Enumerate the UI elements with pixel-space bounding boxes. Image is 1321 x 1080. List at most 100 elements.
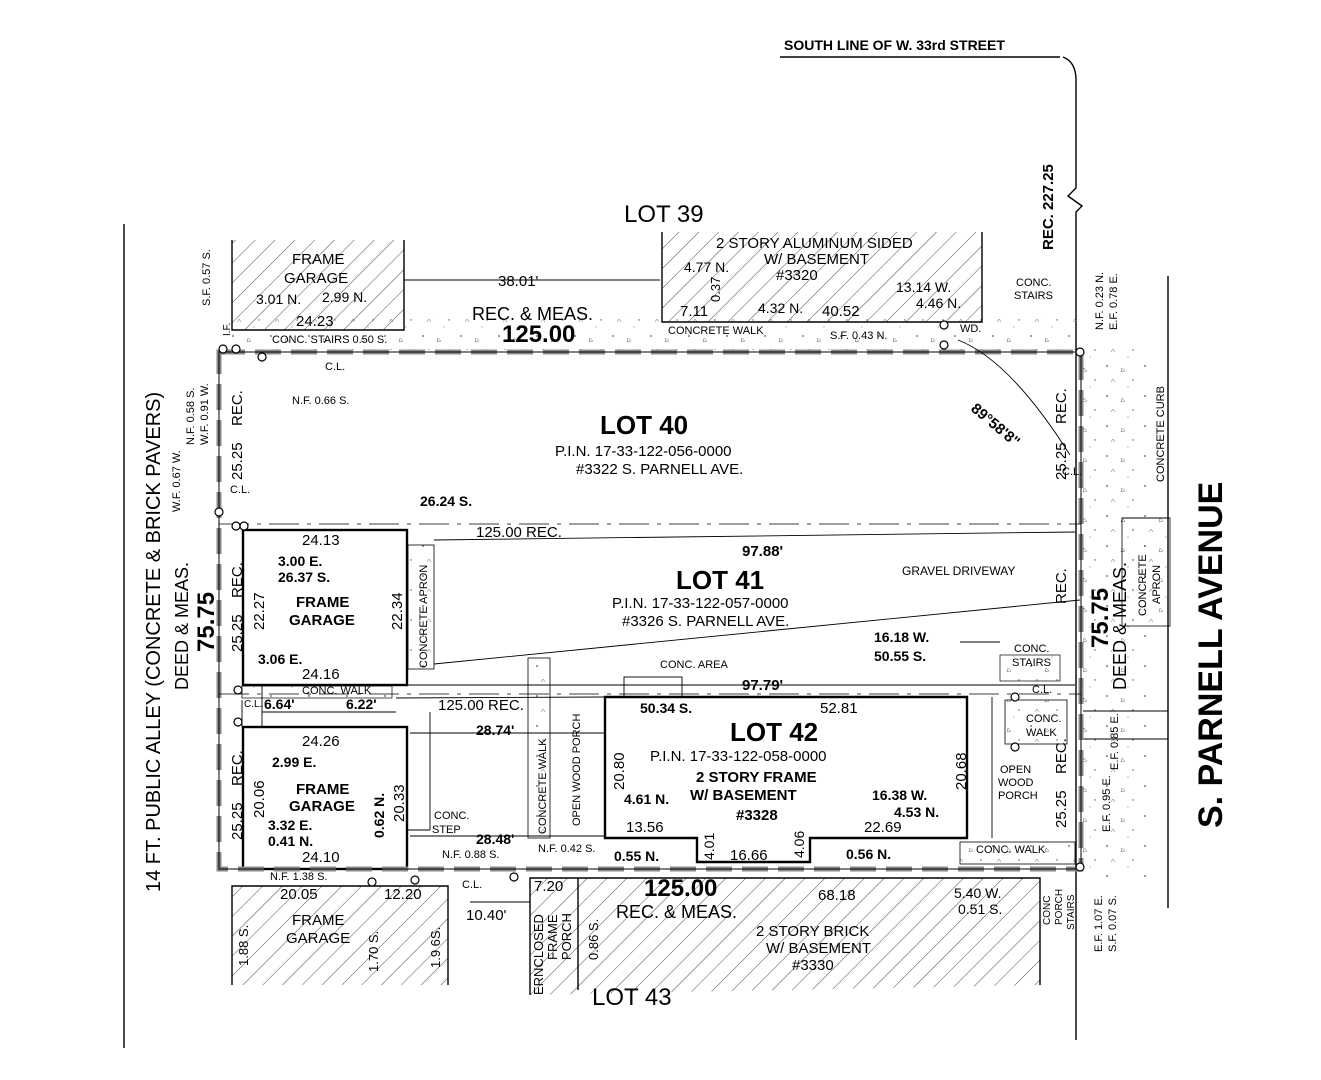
lot39-house-label-1: 2 STORY ALUMINUM SIDED [716, 235, 913, 252]
rec-125-b: 125.00 REC. [438, 697, 524, 714]
lot39-house-label-2: W/ BASEMENT [764, 251, 869, 268]
off-3-06: 3.06 E. [258, 651, 302, 667]
concrete-apron-label: CONCRETE APRON [418, 565, 430, 668]
width-right: 75.75 [1087, 588, 1114, 648]
dim-22-27: 22.27 [251, 592, 268, 630]
lot42-name: LOT 42 [730, 717, 818, 747]
concrete-apron-e-2: APRON [1151, 565, 1163, 604]
dim-24-16: 24.16 [302, 666, 340, 683]
off-4-46: 4.46 N. [916, 295, 961, 311]
lot40-address: #3322 S. PARNELL AVE. [576, 461, 743, 478]
rec-125-a: 125.00 REC. [476, 524, 562, 541]
off-nf-0-58: N.F. 0.58 S. [185, 388, 197, 445]
conc-porch-stairs-1: CONC [1042, 896, 1053, 925]
cl-label-mid-r: C.L. [1032, 684, 1052, 696]
dim-20-06: 20.06 [251, 780, 268, 818]
lot39-garage-label-1: FRAME [292, 251, 345, 268]
off-2-99-e: 2.99 E. [272, 754, 316, 770]
dim-4-06: 4.06 [791, 831, 807, 858]
off-ef-1-07: E.F. 1.07 E. [1093, 895, 1105, 952]
lot43-house-label-1: 2 STORY BRICK [756, 923, 869, 940]
lot42-pin: P.I.N. 17-33-122-058-0000 [650, 748, 827, 765]
off-0-62: 0.62 N. [371, 793, 387, 838]
cl-label-r: C.L. [1062, 466, 1082, 478]
lot43-porch-label-3: PORCH [559, 913, 574, 960]
concrete-walk-label-top: CONCRETE WALK [668, 325, 764, 337]
off-4-53: 4.53 N. [894, 804, 939, 820]
d2525-l2: 25.25 [229, 614, 246, 652]
owp-c: PORCH [998, 790, 1038, 802]
rec-l3: REC. [229, 750, 246, 786]
off-sf-0-43: S.F. 0.43 N. [830, 330, 887, 342]
lot39-house-label-3: #3320 [776, 267, 818, 284]
off-4-61: 4.61 N. [624, 791, 669, 807]
lot39-house [661, 232, 983, 323]
dim-6-64: 6.64' [264, 696, 295, 712]
off-3-00: 3.00 E. [278, 553, 322, 569]
dim-0-37: 0.37 [708, 277, 723, 302]
off-4-77: 4.77 N. [684, 259, 729, 275]
cl-label-mid: C.L. [244, 699, 262, 710]
conc-stairs-e-b: STAIRS [1012, 657, 1051, 669]
deed-meas-left: DEED & MEAS. [172, 562, 192, 690]
conc-stairs-ne-a: CONC. [1016, 277, 1051, 289]
owp-a: OPEN [1000, 764, 1031, 776]
d2525-l3: 25.25 [229, 802, 246, 840]
gravel-driveway-label: GRAVEL DRIVEWAY [902, 564, 1015, 578]
dim-13-56: 13.56 [626, 819, 664, 836]
off-2-99: 2.99 N. [322, 289, 367, 305]
conc-porch-stairs-2: PORCH [1054, 889, 1065, 925]
dim-16-66: 16.66 [730, 847, 768, 864]
open-wood-porch-vert: OPEN WOOD PORCH [571, 713, 583, 826]
cl-label-bottom: C.L. [462, 879, 482, 891]
off-50-55: 50.55 S. [874, 648, 926, 664]
dim-22-69: 22.69 [864, 819, 902, 836]
off-26-24: 26.24 S. [420, 493, 472, 509]
dim-20-68: 20.68 [953, 752, 970, 790]
off-wf-0-67: W.F. 0.67 W. [171, 450, 183, 512]
lot43-label: LOT 43 [592, 984, 672, 1011]
dimension-lines [241, 279, 1168, 903]
off-nf-0-42: N.F. 0.42 S. [538, 843, 595, 855]
dim-24-10: 24.10 [302, 849, 340, 866]
off-16-38: 16.38 W. [872, 787, 927, 803]
dim-24-26: 24.26 [302, 733, 340, 750]
off-1-70: 1.70 S. [366, 931, 381, 972]
dim-20-33: 20.33 [391, 784, 408, 822]
conc-walk-e-b: WALK [1026, 727, 1057, 739]
off-50-34: 50.34 S. [640, 700, 692, 716]
cl-label-top: C.L. [325, 361, 345, 373]
length-top: 125.00 [502, 321, 575, 348]
d2525-r3: 25.25 [1053, 790, 1070, 828]
d2525-r1: 25.25 [1053, 442, 1070, 480]
lot43-porch-label-1: ERNCLOSED [531, 914, 546, 995]
lot42-line2: W/ BASEMENT [690, 787, 797, 804]
conc-area-label: CONC. AREA [660, 659, 729, 671]
off-3-32: 3.32 E. [268, 817, 312, 833]
cl-label-l: C.L. [230, 484, 250, 496]
lot39-garage [231, 240, 405, 331]
rec-r3: REC. [1053, 738, 1070, 774]
width-left: 75.75 [193, 592, 220, 652]
dim-24-13: 24.13 [302, 532, 340, 549]
dim-97-88: 97.88' [742, 543, 783, 560]
off-nf-1-38: N.F. 1.38 S. [270, 871, 327, 883]
dim-6-22: 6.22' [346, 696, 377, 712]
lot43-porch-label-2: FRAME [545, 914, 560, 960]
lot41-garage-label-1: FRAME [296, 594, 349, 611]
lot41-garage [241, 528, 409, 687]
off-13-14: 13.14 W. [896, 279, 951, 295]
lot42-garage-label-2: GARAGE [289, 798, 355, 815]
conc-porch-stairs-3: STAIRS [1066, 894, 1077, 930]
off-0-55: 0.55 N. [614, 848, 659, 864]
off-nf-0-66: N.F. 0.66 S. [292, 395, 349, 407]
alley-label: 14 FT. PUBLIC ALLEY (CONCRETE & BRICK PA… [143, 392, 165, 892]
dim-38-01: 38.01' [498, 273, 539, 290]
rec-r2: REC. [1053, 568, 1070, 604]
length-bottom: 125.00 [644, 875, 717, 902]
dim-28-48: 28.48' [476, 831, 514, 847]
owp-b: WOOD [998, 777, 1033, 789]
concrete-walk-label-vert: CONCRETE WALK [537, 738, 549, 834]
off-26-37: 26.37 S. [278, 569, 330, 585]
